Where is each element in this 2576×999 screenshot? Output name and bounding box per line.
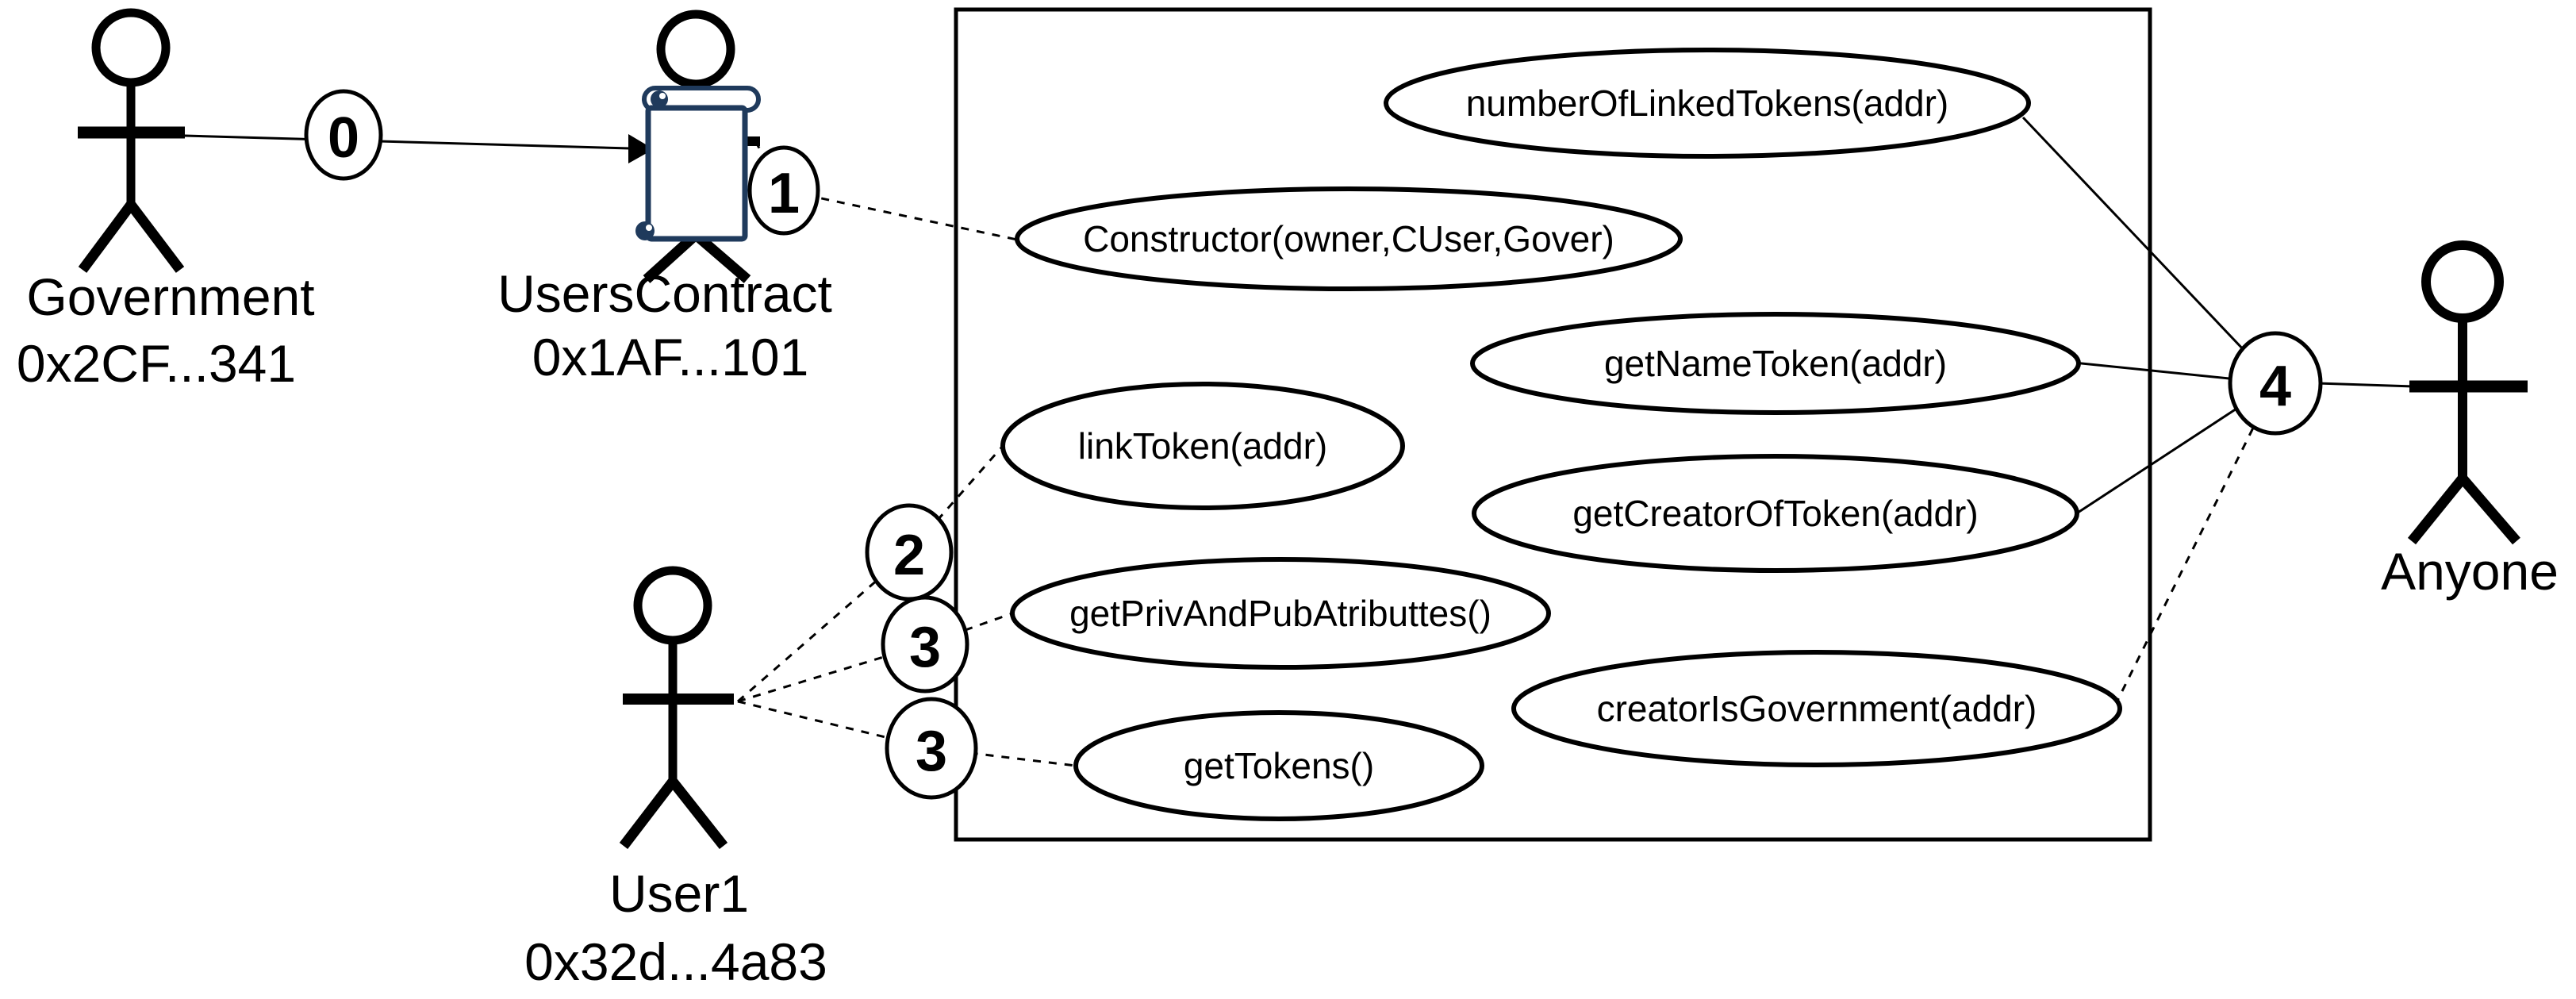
usecase-get-tokens: getTokens() (1073, 710, 1484, 821)
contract-scroll-icon (635, 86, 761, 242)
sequence-circle-3b: 3 (885, 697, 978, 800)
sequence-circle-4: 4 (2228, 331, 2323, 436)
government-address-label: 0x2CF...341 (17, 334, 296, 393)
government-head-icon (91, 8, 171, 87)
actor-anyone: Anyone (2381, 240, 2559, 601)
usecase-constructor: Constructor(owner,CUser,Gover) (1015, 186, 1683, 291)
actor-user1: User1 0x32d...4a83 (524, 566, 827, 991)
arrowhead-icon (628, 134, 654, 163)
user1-address-label: 0x32d...4a83 (524, 932, 827, 991)
usecase-label-number-of-linked-tokens: numberOfLinkedTokens(addr) (1466, 83, 1949, 124)
actor-government: Government 0x2CF...341 (17, 8, 315, 393)
user1-name-label: User1 (609, 864, 749, 923)
usecase-label-constructor: Constructor(owner,CUser,Gover) (1083, 218, 1614, 259)
usecase-label-get-tokens: getTokens() (1184, 745, 1374, 786)
connector-user1-gettokens (737, 700, 1077, 767)
usecase-label-get-priv-and-pub-atributtes: getPrivAndPubAtributtes() (1069, 593, 1491, 634)
anyone-head-icon (2421, 240, 2504, 323)
usecase-label-creator-is-government: creatorIsGovernment(addr) (1597, 688, 2037, 729)
sequence-circle-3a: 3 (881, 595, 969, 694)
sequence-label-1: 1 (768, 162, 800, 225)
sequence-circle-2: 2 (865, 503, 954, 601)
connector-numberoflinkedtokens-4 (2021, 116, 2277, 385)
usecase-label-link-token: linkToken(addr) (1078, 425, 1327, 467)
sequence-label-0: 0 (328, 106, 359, 170)
usecase-creator-is-government: creatorIsGovernment(addr) (1511, 650, 2122, 767)
sequence-circle-0: 0 (304, 89, 383, 181)
connector-4-anyone (2316, 382, 2414, 388)
sequence-label-3a: 3 (909, 616, 941, 679)
actor-users-contract: UsersContract 0x1AF...101 (497, 10, 832, 386)
sequence-label-4: 4 (2259, 355, 2291, 418)
usecase-get-priv-and-pub-atributtes: getPrivAndPubAtributtes() (1010, 557, 1551, 670)
usecase-label-get-creator-of-token: getCreatorOfToken(addr) (1572, 493, 1978, 534)
government-name-label: Government (26, 267, 314, 326)
sequence-circles: 0 1 2 3 3 4 (304, 89, 2323, 800)
usecase-label-get-name-token: getNameToken(addr) (1604, 343, 1947, 384)
connector-creatorisgovernment-4 (2113, 382, 2277, 706)
users-contract-address-label: 0x1AF...101 (532, 328, 809, 386)
users-contract-head-icon (656, 10, 735, 89)
sequence-label-3b: 3 (916, 720, 947, 783)
sequence-label-2: 2 (893, 524, 925, 587)
usecase-get-name-token: getNameToken(addr) (1470, 312, 2081, 415)
usecase-link-token: linkToken(addr) (1000, 382, 1405, 510)
user1-head-icon (633, 566, 712, 645)
usecase-get-creator-of-token: getCreatorOfToken(addr) (1472, 454, 2079, 573)
anyone-name-label: Anyone (2381, 542, 2559, 601)
sequence-circle-1: 1 (747, 145, 820, 236)
users-contract-name-label: UsersContract (497, 264, 832, 323)
use-cases: numberOfLinkedTokens(addr) Constructor(o… (1000, 48, 2122, 821)
connector-government-contract (184, 134, 631, 150)
usecase-number-of-linked-tokens: numberOfLinkedTokens(addr) (1384, 48, 2031, 159)
